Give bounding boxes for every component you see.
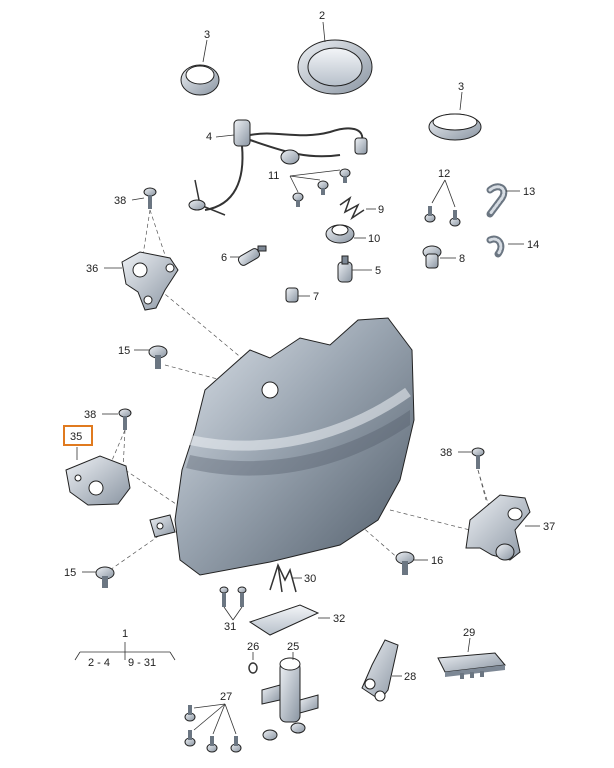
callout-13: 13 [523,186,535,198]
callout-10: 10 [368,233,380,245]
part-38-screw-middle[interactable] [118,408,132,430]
part-37-mounting-bracket[interactable] [465,494,531,561]
group-legend: 1 2 - 4 9 - 31 [74,628,176,669]
part-28-nozzle-bracket[interactable] [361,639,399,702]
part-14-hose-short[interactable] [486,235,505,258]
callout-8: 8 [459,253,465,265]
part-36-mounting-bracket[interactable] [121,251,179,311]
part-38-screw-upper[interactable] [143,187,157,209]
part-3-ring-left[interactable] [180,64,220,96]
part-12-screws[interactable] [424,206,461,227]
part-5-bulb[interactable] [337,255,353,283]
part-6-bulb-small[interactable] [237,245,267,267]
callout-37: 37 [543,521,555,533]
callout-3b: 3 [458,81,464,93]
callout-5: 5 [375,265,381,277]
part-31-screws[interactable] [219,586,247,607]
callout-28: 28 [404,671,416,683]
callout-4: 4 [206,131,212,143]
legend-range-left: 2 - 4 [88,657,110,669]
highlight-box-35 [63,425,93,446]
part-13-hose[interactable] [486,183,508,218]
callout-35: 35 [70,431,82,443]
part-38-screw-right[interactable] [471,447,485,469]
callout-15a: 15 [118,345,130,357]
part-7-bulb-wedge[interactable] [285,287,299,303]
part-15-bolt-lower[interactable] [95,566,115,588]
callout-26: 26 [247,641,259,653]
callout-31: 31 [224,621,236,633]
callout-36: 36 [86,263,98,275]
part-9-spring-clip[interactable] [339,196,365,221]
callout-15b: 15 [64,567,76,579]
legend-group-number: 1 [122,628,128,640]
callout-16: 16 [431,555,443,567]
callout-12: 12 [438,168,450,180]
callout-27: 27 [220,691,232,703]
part-32-cover[interactable] [248,604,320,636]
part-16-bolt[interactable] [395,551,415,575]
callout-29: 29 [463,627,475,639]
callout-2: 2 [319,10,325,22]
part-11-screws[interactable] [292,168,351,207]
callout-9: 9 [378,204,384,216]
callout-25: 25 [287,641,299,653]
callout-38b: 38 [84,409,96,421]
headlamp-housing[interactable] [149,317,415,576]
part-35-mounting-bracket[interactable] [65,455,131,506]
part-15-bolt-upper[interactable] [148,345,168,369]
part-30-retaining-clip[interactable] [269,562,297,593]
part-4-wiring-harness[interactable] [188,119,368,216]
callout-14: 14 [527,239,539,251]
legend-range-right: 9 - 31 [128,657,156,669]
part-2-cover-cap[interactable] [297,39,373,95]
part-8-bulb-socket[interactable] [422,245,442,269]
part-27-screws[interactable] [184,705,242,753]
callout-38a: 38 [114,195,126,207]
callout-6: 6 [221,252,227,264]
callout-3a: 3 [204,29,210,41]
callout-11: 11 [268,170,279,182]
callout-38c: 38 [440,447,452,459]
callout-32: 32 [333,613,345,625]
part-25-washer-nozzle[interactable] [261,657,319,741]
callout-7: 7 [313,291,319,303]
part-29-cover-cap[interactable] [437,652,506,679]
part-26-o-ring[interactable] [248,662,258,674]
callout-30: 30 [304,573,316,585]
part-10-bulb-holder[interactable] [325,224,355,244]
part-3-ring-right[interactable] [428,113,482,141]
